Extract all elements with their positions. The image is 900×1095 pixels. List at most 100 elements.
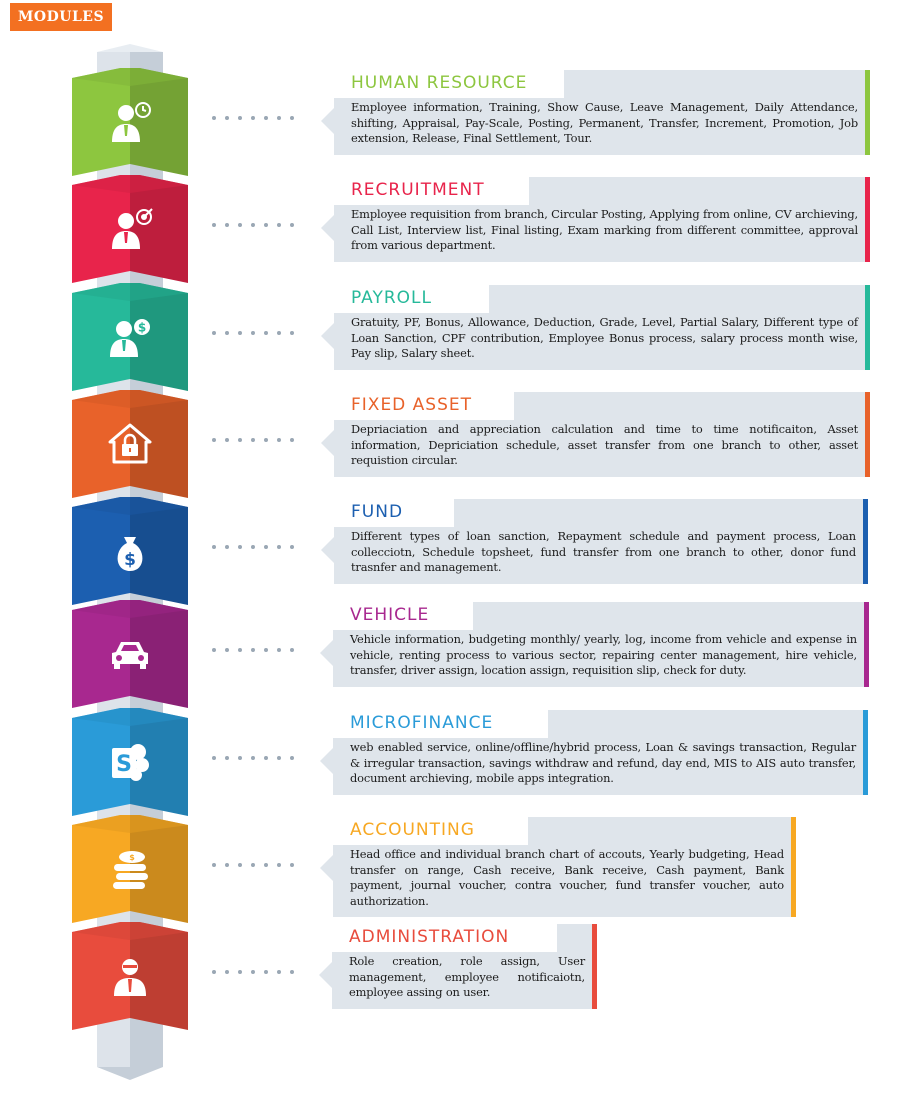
module-hexagon: $ xyxy=(72,497,188,605)
dotted-connector xyxy=(212,863,294,867)
connector-dot xyxy=(238,116,242,120)
connector-dot xyxy=(277,545,281,549)
user-target-icon xyxy=(106,205,154,253)
connector-dot xyxy=(212,863,216,867)
connector-dot xyxy=(264,970,268,974)
module-description: web enabled service, online/offline/hybr… xyxy=(350,740,856,785)
connector-dot xyxy=(277,756,281,760)
dotted-connector xyxy=(212,116,294,120)
connector-dot xyxy=(277,438,281,442)
module-title: HUMAN RESOURCE xyxy=(351,73,528,93)
connector-dot xyxy=(238,970,242,974)
dotted-connector xyxy=(212,648,294,652)
connector-dot xyxy=(277,331,281,335)
connector-dot xyxy=(264,756,268,760)
connector-dot xyxy=(277,223,281,227)
connector-dot xyxy=(264,223,268,227)
connector-dot xyxy=(225,116,229,120)
connector-dot xyxy=(290,970,294,974)
module-fixed-asset: FIXED ASSET Depriaciation and appreciatio… xyxy=(0,390,900,500)
module-hexagon: $ xyxy=(72,815,188,923)
connector-dot xyxy=(290,331,294,335)
module-card: FIXED ASSET Depriaciation and appreciatio… xyxy=(321,392,870,477)
module-title: ACCOUNTING xyxy=(350,820,475,840)
module-hexagon xyxy=(72,600,188,708)
connector-dot xyxy=(251,545,255,549)
card-pointer xyxy=(321,537,334,563)
connector-dot xyxy=(251,331,255,335)
card-accent-bar xyxy=(864,602,869,687)
connector-dot xyxy=(212,116,216,120)
connector-dot xyxy=(225,648,229,652)
card-title-background xyxy=(333,817,528,845)
connector-dot xyxy=(212,438,216,442)
card-pointer xyxy=(319,962,332,988)
connector-dot xyxy=(225,438,229,442)
card-title-background xyxy=(334,177,529,205)
connector-dot xyxy=(264,438,268,442)
module-card: RECRUITMENT Employee requisition from bra… xyxy=(321,177,870,262)
module-hexagon xyxy=(72,922,188,1030)
dotted-connector xyxy=(212,223,294,227)
house-lock-icon xyxy=(106,420,154,468)
module-hexagon xyxy=(72,390,188,498)
card-accent-bar xyxy=(865,177,870,262)
svg-text:S: S xyxy=(116,752,132,777)
module-card: VEHICLE Vehicle information, budgeting mo… xyxy=(320,602,869,687)
connector-dot xyxy=(264,648,268,652)
module-title: FIXED ASSET xyxy=(351,395,473,415)
dotted-connector xyxy=(212,545,294,549)
card-accent-bar xyxy=(863,710,868,795)
connector-dot xyxy=(212,648,216,652)
connector-dot xyxy=(290,648,294,652)
connector-dot xyxy=(264,545,268,549)
module-recruitment: RECRUITMENT Employee requisition from bra… xyxy=(0,175,900,285)
connector-dot xyxy=(251,438,255,442)
connector-dot xyxy=(212,756,216,760)
connector-dot xyxy=(290,438,294,442)
card-pointer xyxy=(321,215,334,241)
connector-dot xyxy=(225,331,229,335)
card-title-background xyxy=(334,499,454,527)
connector-dot xyxy=(238,863,242,867)
module-description: Depriaciation and appreciation calculati… xyxy=(351,422,858,467)
card-accent-bar xyxy=(863,499,868,584)
module-title: RECRUITMENT xyxy=(351,180,485,200)
card-pointer xyxy=(320,640,333,666)
card-title-background xyxy=(333,710,548,738)
dotted-connector xyxy=(212,756,294,760)
dotted-connector xyxy=(212,438,294,442)
module-card: MICROFINANCE web enabled service, online/… xyxy=(320,710,868,795)
money-bag-icon: $ xyxy=(106,527,154,575)
module-description: Employee requisition from branch, Circul… xyxy=(351,207,858,252)
card-pointer xyxy=(320,748,333,774)
connector-dot xyxy=(251,116,255,120)
connector-dot xyxy=(238,756,242,760)
card-title-background xyxy=(332,924,557,952)
module-title: VEHICLE xyxy=(350,605,430,625)
module-description: Vehicle information, budgeting monthly/ … xyxy=(350,632,857,677)
connector-dot xyxy=(290,223,294,227)
dotted-connector xyxy=(212,970,294,974)
connector-dot xyxy=(251,223,255,227)
module-title: MICROFINANCE xyxy=(350,713,494,733)
card-pointer xyxy=(321,108,334,134)
connector-dot xyxy=(238,545,242,549)
connector-dot xyxy=(277,648,281,652)
connector-dot xyxy=(251,756,255,760)
connector-dot xyxy=(277,863,281,867)
car-icon xyxy=(106,630,154,678)
connector-dot xyxy=(238,223,242,227)
connector-dot xyxy=(290,545,294,549)
connector-dot xyxy=(225,863,229,867)
card-accent-bar xyxy=(592,924,597,1009)
sharepoint-icon: S xyxy=(106,738,154,786)
card-pointer xyxy=(321,430,334,456)
